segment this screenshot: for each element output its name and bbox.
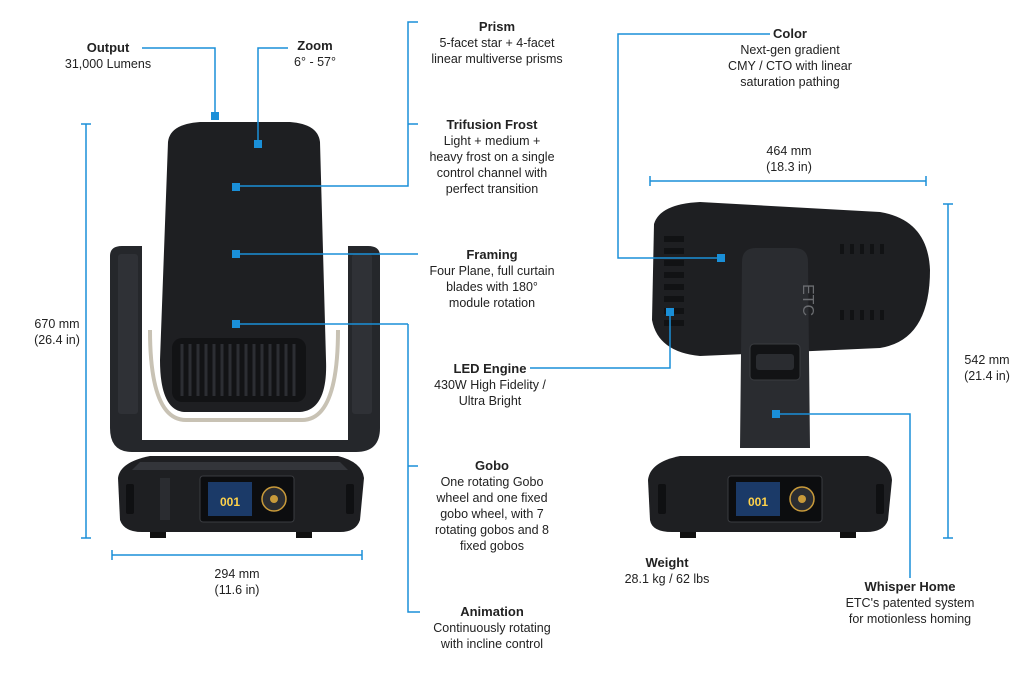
trifusion-desc: Light + medium + heavy frost on a single… xyxy=(429,134,555,196)
trifusion-title: Trifusion Frost xyxy=(446,117,538,132)
label-weight: Weight 28.1 kg / 62 lbs xyxy=(604,555,730,587)
label-prism: Prism 5-facet star + 4-facet linear mult… xyxy=(412,19,582,67)
dim-side-height: 542 mm (21.4 in) xyxy=(964,353,1010,383)
dim-front-height: 670 mm (26.4 in) xyxy=(34,317,80,347)
label-animation: Animation Continuously rotating with inc… xyxy=(412,604,572,652)
whisper-title: Whisper Home xyxy=(864,579,956,594)
dim-side-depth: 464 mm (18.3 in) xyxy=(766,144,812,174)
weight-desc: 28.1 kg / 62 lbs xyxy=(624,572,710,586)
label-color: Color Next-gen gradient CMY / CTO with l… xyxy=(706,26,874,90)
zoom-title: Zoom xyxy=(297,38,333,53)
label-framing: Framing Four Plane, full curtain blades … xyxy=(412,247,572,311)
label-whisper-home: Whisper Home ETC's patented system for m… xyxy=(822,579,998,627)
side-brand-label: ETC xyxy=(799,284,816,316)
leader-markers xyxy=(211,112,780,418)
dimension-lines xyxy=(81,123,953,560)
label-output: Output 31,000 Lumens xyxy=(52,40,164,72)
front-fixture: 001 xyxy=(110,122,380,538)
output-desc: 31,000 Lumens xyxy=(64,57,152,71)
color-desc: Next-gen gradient CMY / CTO with linear … xyxy=(728,43,852,89)
prism-desc: 5-facet star + 4-facet linear multiverse… xyxy=(431,36,563,66)
led-engine-title: LED Engine xyxy=(453,361,527,376)
prism-title: Prism xyxy=(478,19,516,34)
framing-title: Framing xyxy=(466,247,518,262)
led-engine-desc: 430W High Fidelity / Ultra Bright xyxy=(434,378,546,408)
label-led-engine: LED Engine 430W High Fidelity / Ultra Br… xyxy=(420,361,560,409)
label-trifusion-frost: Trifusion Frost Light + medium + heavy f… xyxy=(412,117,572,197)
zoom-desc: 6° - 57° xyxy=(294,55,336,69)
side-fixture: 001 ETC xyxy=(648,202,930,538)
side-display-value: 001 xyxy=(748,495,768,509)
weight-title: Weight xyxy=(645,555,689,570)
gobo-title: Gobo xyxy=(475,458,509,473)
output-title: Output xyxy=(86,40,130,55)
label-zoom: Zoom 6° - 57° xyxy=(280,38,350,70)
dim-front-width: 294 mm (11.6 in) xyxy=(214,567,260,597)
animation-desc: Continuously rotating with incline contr… xyxy=(433,621,551,651)
framing-desc: Four Plane, full curtain blades with 180… xyxy=(429,264,555,310)
animation-title: Animation xyxy=(460,604,524,619)
label-gobo: Gobo One rotating Gobo wheel and one fix… xyxy=(412,458,572,554)
whisper-desc: ETC's patented system for motionless hom… xyxy=(845,596,975,626)
front-display-value: 001 xyxy=(220,495,240,509)
color-title: Color xyxy=(773,26,807,41)
leader-lines xyxy=(142,21,911,613)
gobo-desc: One rotating Gobo wheel and one fixed go… xyxy=(435,475,549,553)
